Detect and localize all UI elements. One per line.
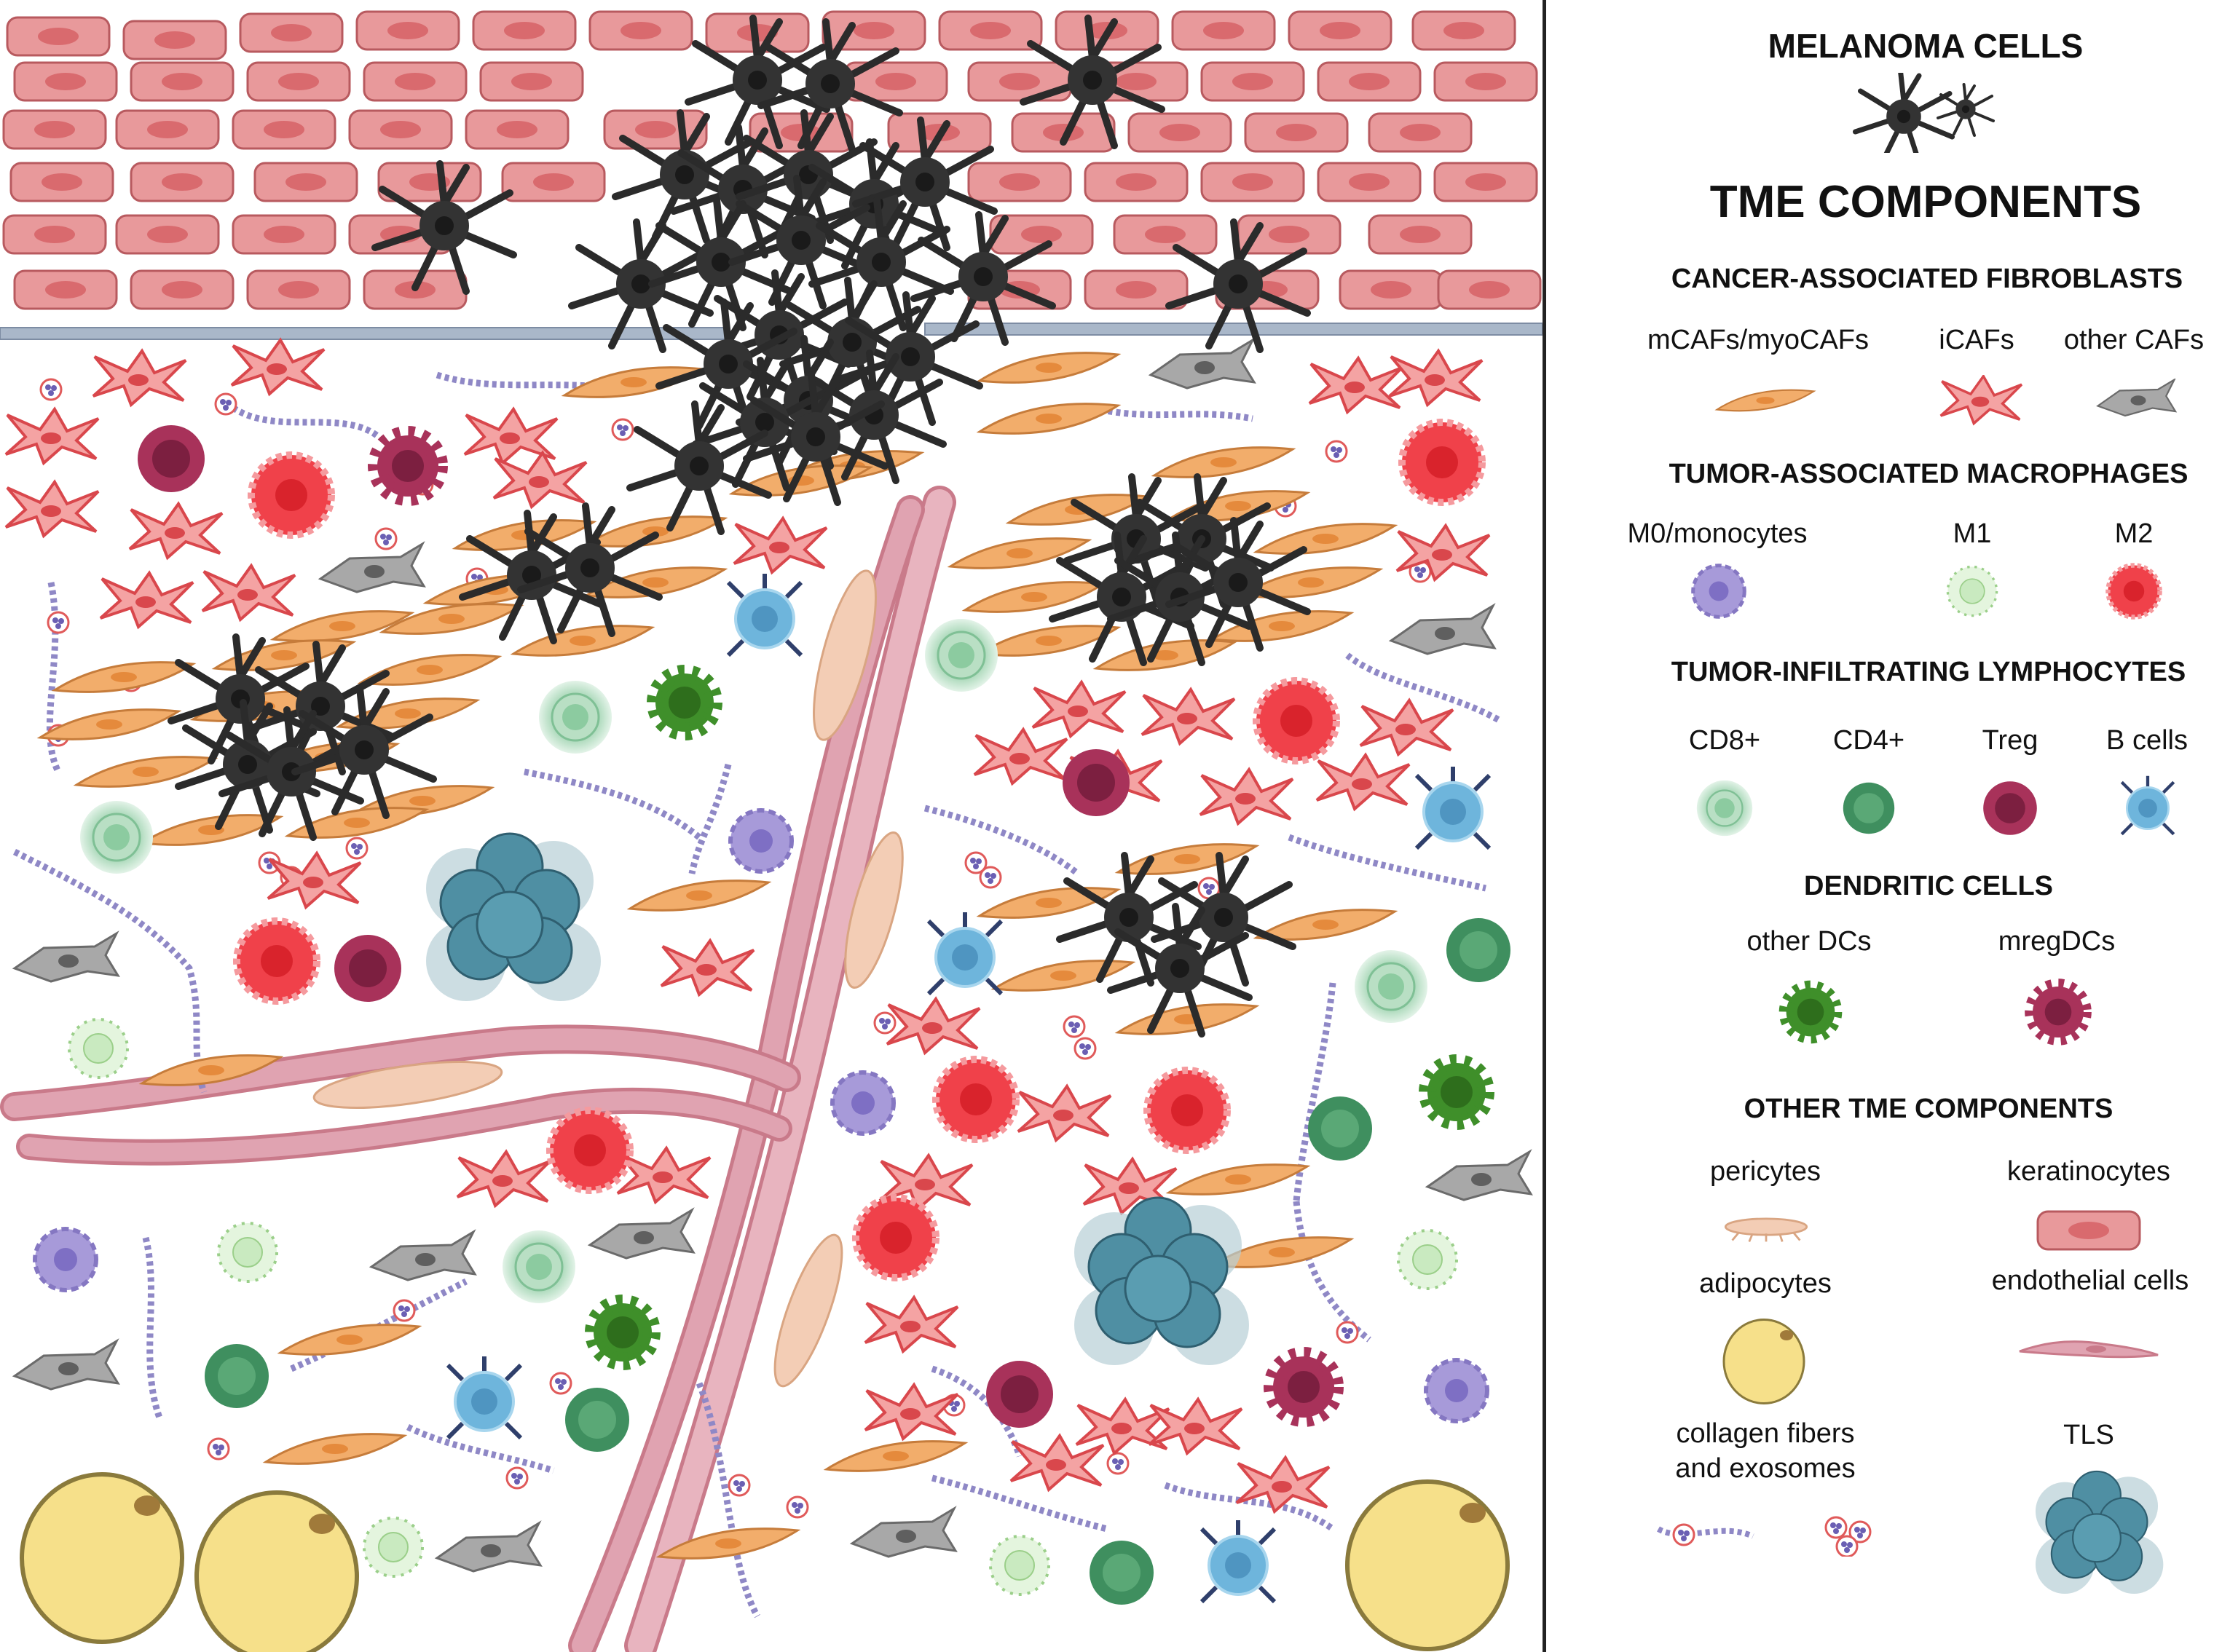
pericytes: [312, 569, 904, 1388]
adipocyte-icon: [1722, 1319, 1805, 1404]
treg-cell-icon: [1983, 781, 2037, 835]
legend-caf-label-icaf: iCAFs: [1939, 325, 2014, 355]
legend-melanoma-title: MELANOMA CELLS: [1768, 27, 2084, 65]
legend-dc-label-mreg: mregDCs: [1998, 926, 2116, 957]
melanoma-cell-icon: [1853, 73, 1998, 153]
mcaf-icon: [1716, 389, 1815, 412]
panel-divider: [1543, 0, 1546, 1652]
mregdc-icon: [2022, 976, 2095, 1048]
exosome-icon: [1824, 1516, 1872, 1557]
legend-til-label-treg: Treg: [1982, 725, 2038, 756]
legend-til-label-cd8: CD8+: [1688, 725, 1761, 756]
other-dc-icon: [1774, 976, 1847, 1048]
m1-macrophage-icon: [1946, 565, 1998, 617]
legend-other-tls: TLS: [2063, 1420, 2114, 1450]
legend-tam-label-m2: M2: [2114, 518, 2154, 549]
legend-til-label-cd4: CD4+: [1832, 725, 1905, 756]
legend-tam-label-m0: M0/monocytes: [1627, 518, 1808, 549]
tumor-microenvironment-scene: [0, 10, 1543, 1652]
legend-other-keratinocytes: keratinocytes: [2007, 1156, 2170, 1187]
collagen-fiber-icon: [1657, 1523, 1754, 1546]
legend-caf-label-mcaf: mCAFs/myoCAFs: [1647, 325, 1869, 355]
legend-other-pericytes: pericytes: [1709, 1156, 1821, 1187]
cd8-t-cell-icon: [1695, 779, 1754, 837]
legend-other-endothelial: endothelial cells: [1991, 1265, 2189, 1296]
m2-macrophage-icon: [2103, 561, 2164, 622]
legend-til-label-bcells: B cells: [2106, 725, 2188, 756]
legend-caf-label-other: other CAFs: [2063, 325, 2205, 355]
other-caf-icon: [2097, 379, 2177, 417]
legend-tam-label-m1: M1: [1953, 518, 1992, 549]
legend-dc-title: DENDRITIC CELLS: [1804, 871, 2053, 901]
b-cell-icon: [2113, 772, 2182, 845]
legend-tam-title: TUMOR-ASSOCIATED MACROPHAGES: [1669, 459, 2189, 489]
legend-other-title: OTHER TME COMPONENTS: [1744, 1094, 2113, 1124]
legend-other-collagen-line2: and exosomes: [1675, 1453, 1856, 1484]
legend-tme-title: TME COMPONENTS: [1709, 177, 2142, 227]
cd4-t-cell-icon: [1843, 782, 1895, 834]
legend-panel: MELANOMA CELLS TME COMPONENTS CANCER-ASS…: [1547, 0, 2214, 1652]
legend-other-adipocytes: adipocytes: [1699, 1268, 1832, 1299]
legend-other-collagen-line1: collagen fibers: [1676, 1418, 1855, 1449]
keratinocyte-layer: [2, 10, 1542, 310]
legend-caf-title: CANCER-ASSOCIATED FIBROBLASTS: [1671, 264, 2183, 294]
keratinocyte-icon: [2036, 1210, 2141, 1251]
endothelial-cell-icon: [2019, 1340, 2159, 1359]
legend-dc-label-other: other DCs: [1746, 926, 1872, 957]
m0-monocyte-icon: [1688, 561, 1749, 622]
icaf-icon: [1939, 375, 2023, 425]
legend-til-title: TUMOR-INFILTRATING LYMPHOCYTES: [1671, 657, 2186, 687]
pericyte-icon: [1724, 1217, 1808, 1242]
basement-membrane: [0, 323, 1543, 340]
tls-icon: [2034, 1470, 2164, 1595]
